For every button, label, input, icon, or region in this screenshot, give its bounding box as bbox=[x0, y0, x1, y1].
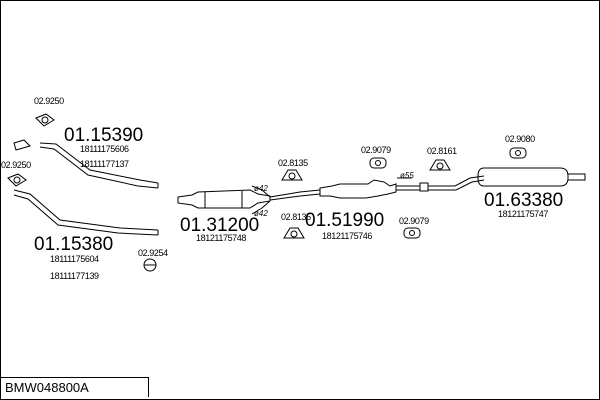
front-pipe-upper-drawing[interactable] bbox=[13, 139, 159, 189]
ref-front-pipe-lower-1: 18111175604 bbox=[50, 254, 99, 264]
part-number-front-pipe-lower: 01.15380 bbox=[34, 234, 113, 255]
front-pipe-lower-drawing[interactable] bbox=[13, 189, 159, 236]
dimension-label-1: ø42 bbox=[254, 184, 268, 193]
label-clamp-front: 02.9254 bbox=[138, 248, 168, 258]
connecting-pipe bbox=[269, 189, 321, 201]
hanger-b-icon[interactable] bbox=[283, 227, 305, 239]
label-hanger-e: 02.8161 bbox=[427, 146, 457, 156]
label-hanger-c: 02.9079 bbox=[361, 145, 391, 155]
label-hanger-f: 02.9080 bbox=[505, 134, 535, 144]
ref-middle-silencer: 18121175746 bbox=[322, 231, 372, 241]
part-number-middle-silencer: 01.51990 bbox=[305, 210, 384, 231]
ref-front-pipe-upper-1: 18111175606 bbox=[80, 144, 129, 154]
dimension-label-3: ø55 bbox=[400, 171, 414, 180]
label-hanger-a: 02.8135 bbox=[278, 158, 308, 168]
gasket-lower-icon[interactable] bbox=[7, 173, 27, 187]
gasket-upper-icon[interactable] bbox=[35, 113, 55, 127]
label-gasket-lower: 02.9250 bbox=[1, 160, 31, 170]
hanger-c-icon[interactable] bbox=[369, 157, 387, 169]
middle-silencer-drawing[interactable] bbox=[319, 179, 420, 199]
dimension-pointers bbox=[251, 177, 412, 215]
rear-silencer-drawing[interactable] bbox=[477, 167, 586, 187]
dimension-label-2: ø42 bbox=[254, 209, 268, 218]
clamp-front-icon[interactable] bbox=[143, 258, 157, 272]
part-number-catalyst: 01.31200 bbox=[180, 215, 259, 236]
label-hanger-b: 02.8135 bbox=[281, 212, 311, 222]
hanger-f-icon[interactable] bbox=[509, 147, 527, 159]
ref-catalyst: 18121175748 bbox=[196, 233, 246, 243]
hanger-d-icon[interactable] bbox=[403, 227, 421, 239]
rear-pipe bbox=[419, 175, 485, 192]
hanger-e-icon[interactable] bbox=[429, 159, 451, 171]
diagram-caption: BMW048800A bbox=[1, 377, 149, 397]
hanger-a-icon[interactable] bbox=[281, 169, 303, 181]
ref-front-pipe-lower-2: 18111177139 bbox=[50, 271, 99, 281]
ref-front-pipe-upper-2: 18111177137 bbox=[80, 159, 129, 169]
label-gasket-upper: 02.9250 bbox=[34, 96, 64, 106]
part-number-rear-silencer: 01.63380 bbox=[484, 190, 563, 211]
ref-rear-silencer: 18121175747 bbox=[498, 209, 548, 219]
part-number-front-pipe-upper: 01.15390 bbox=[64, 125, 143, 146]
label-hanger-d: 02.9079 bbox=[399, 216, 429, 226]
